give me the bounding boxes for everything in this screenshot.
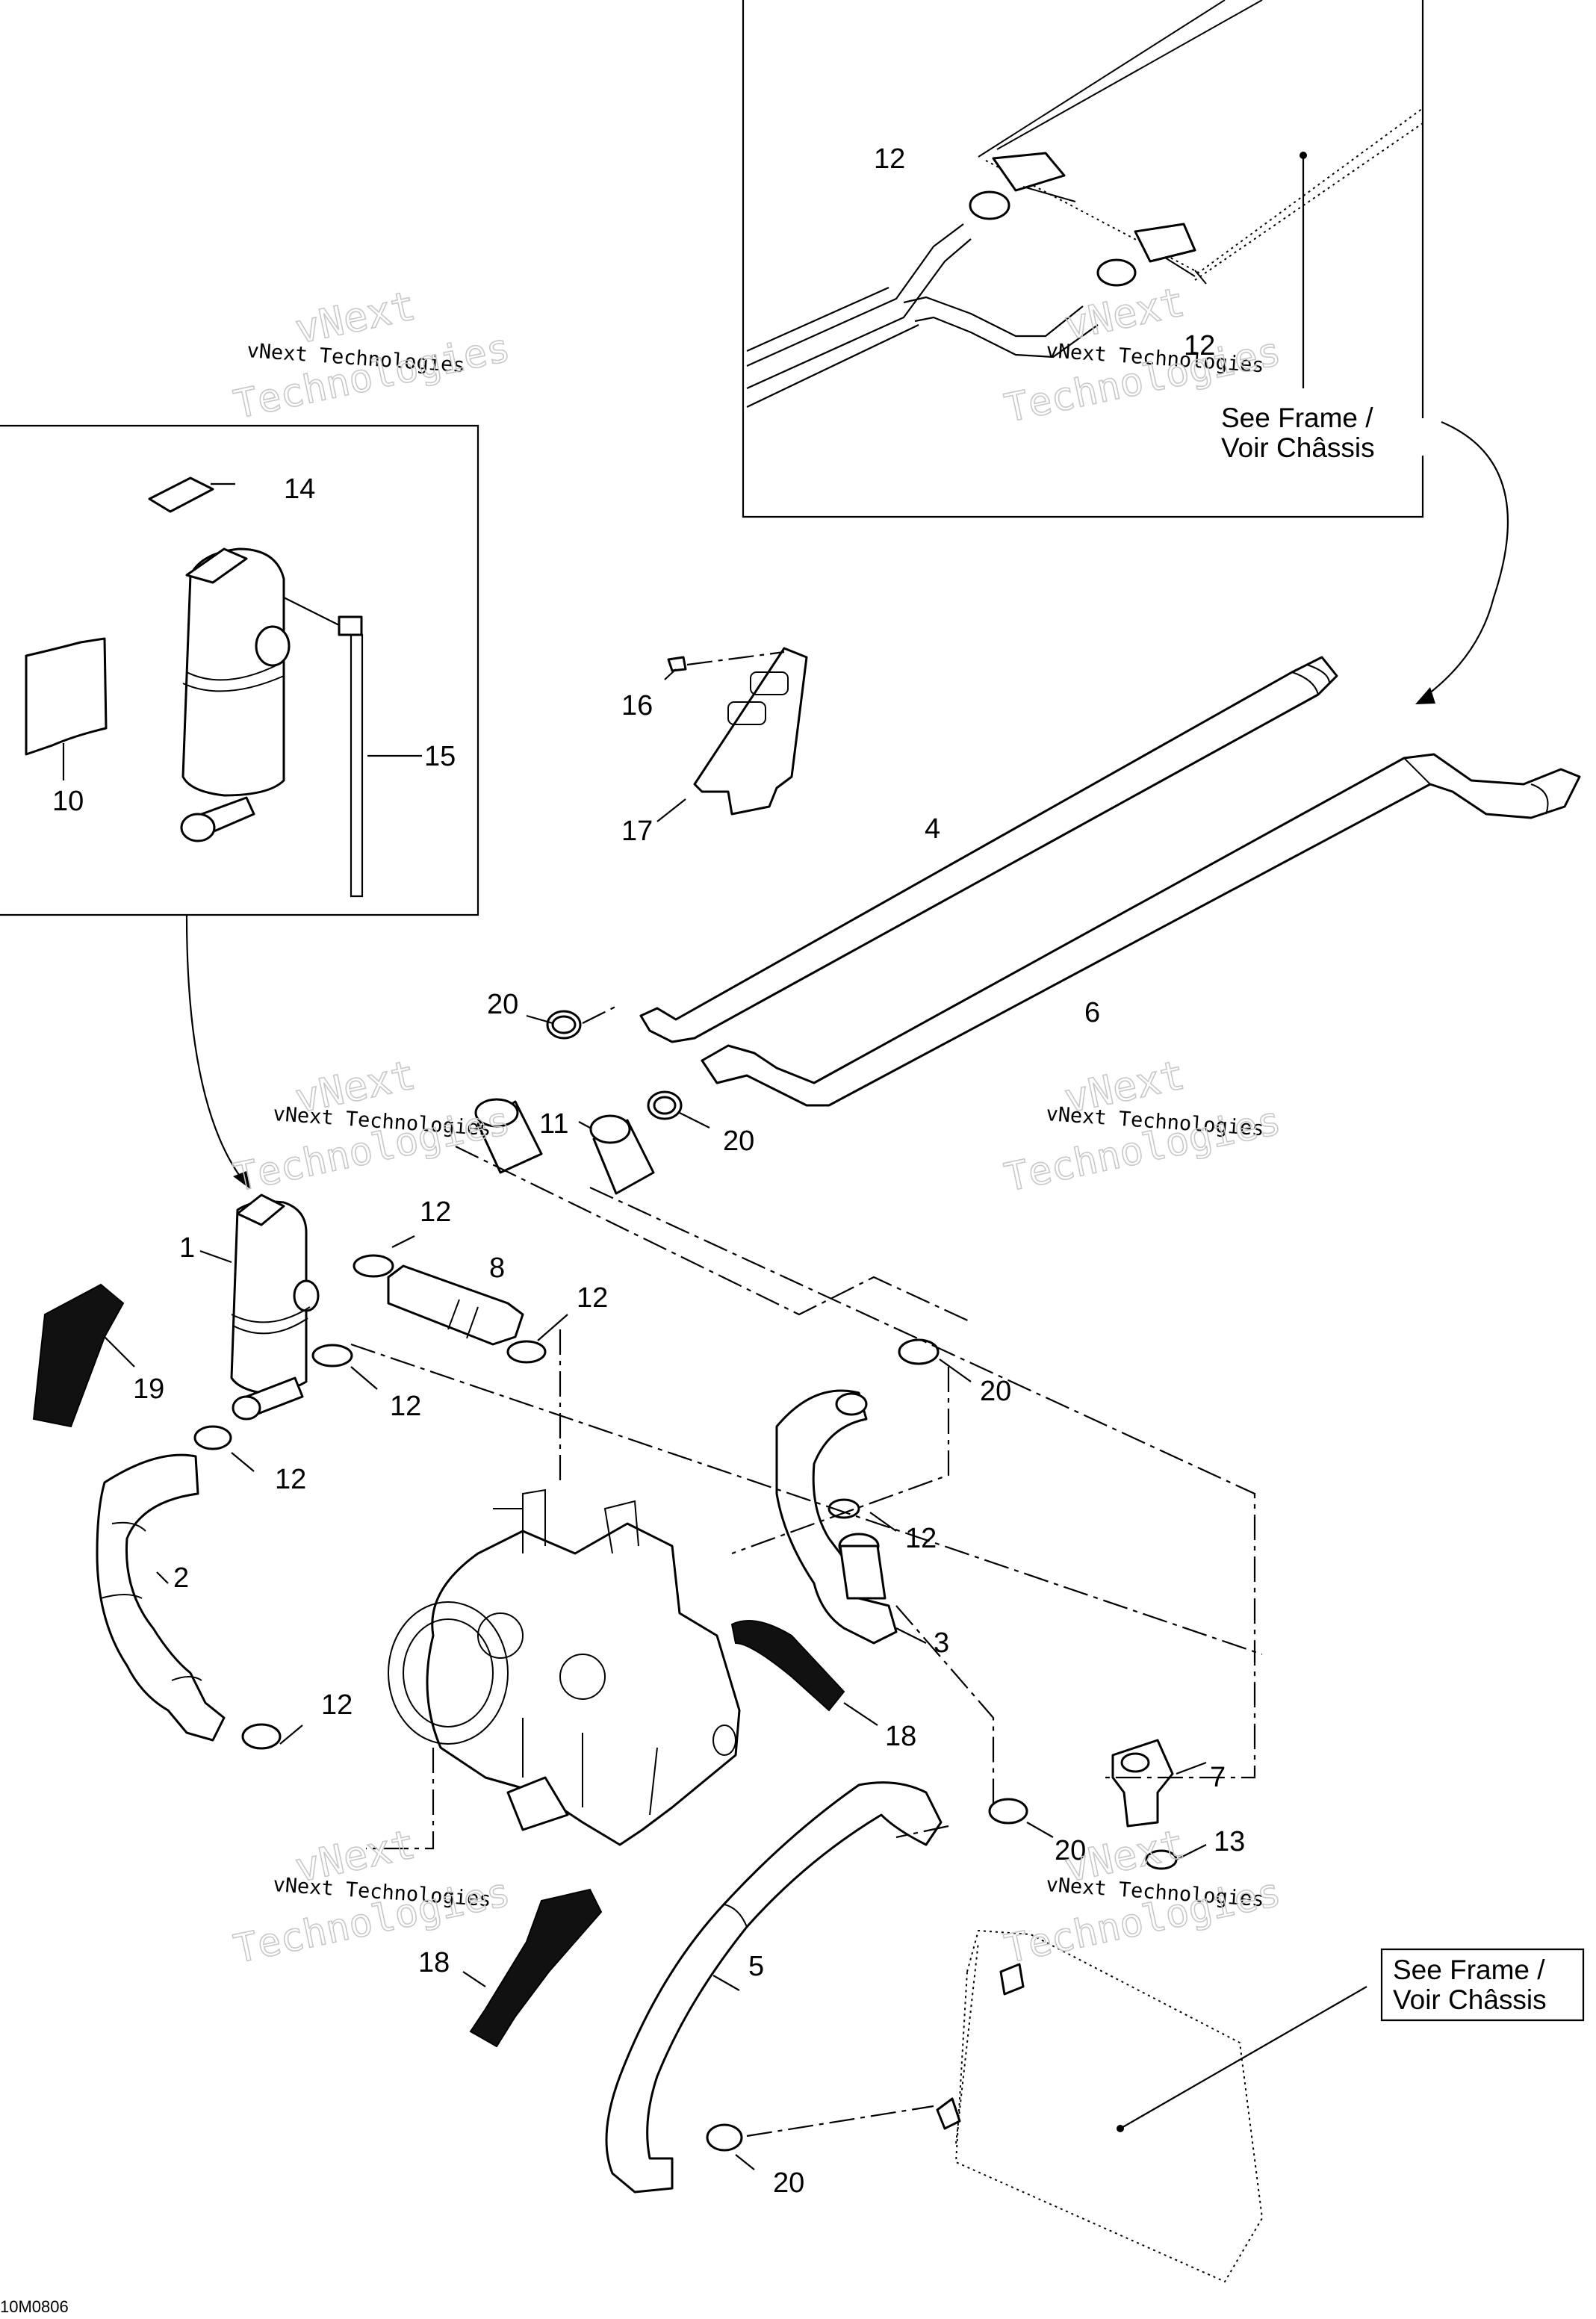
frame-bottom-right	[936, 1929, 1585, 2283]
callout-7: 7	[1210, 1762, 1226, 1793]
connection-lines	[350, 1146, 1263, 1839]
hose-part-18-lower	[469, 1888, 603, 2048]
callout-6: 6	[1084, 997, 1100, 1028]
callout-14: 14	[284, 474, 315, 505]
callout-15: 15	[424, 741, 456, 772]
callout-12c: 12	[420, 1196, 451, 1228]
callout-12h: 12	[321, 1689, 353, 1721]
watermark-5: vNext vNext Technologies Technologies	[229, 1819, 515, 1972]
callout-10: 10	[52, 786, 84, 817]
watermark-4: vNext vNext Technologies Technologies	[1000, 1050, 1285, 1201]
callout-19: 19	[133, 1373, 164, 1405]
callout-18a: 18	[885, 1721, 916, 1752]
reservoir-part-1	[199, 1193, 320, 1421]
hose-part-19	[32, 1283, 125, 1428]
callout-18b: 18	[418, 1947, 450, 1978]
fitting-part-7	[1111, 1739, 1207, 1870]
hose-part-3	[775, 1338, 972, 1645]
note-frame-bottom-line2: Voir Châssis	[1393, 1984, 1547, 2015]
callout-20a: 20	[487, 989, 518, 1020]
callout-20b: 20	[723, 1126, 754, 1157]
long-pipes	[639, 656, 1581, 1107]
callout-12e: 12	[390, 1391, 421, 1422]
callout-2: 2	[173, 1562, 189, 1594]
bracket-part-17	[656, 647, 808, 822]
callout-11: 11	[539, 1108, 568, 1140]
hose-part-5	[605, 1781, 1054, 2194]
callout-13: 13	[1214, 1826, 1245, 1857]
callout-12a: 12	[874, 143, 905, 175]
callout-12f: 12	[275, 1464, 306, 1495]
callout-20e: 20	[773, 2167, 804, 2199]
engine	[366, 1329, 741, 1850]
svg-text:vNext: vNext	[291, 282, 420, 353]
hose-part-8	[231, 1235, 568, 1745]
callout-5: 5	[748, 1951, 764, 1982]
callout-4: 4	[925, 813, 940, 845]
frame-detail-inset	[742, 0, 1424, 518]
callout-1: 1	[179, 1232, 195, 1264]
callout-16: 16	[621, 690, 653, 721]
hose-part-2	[96, 1425, 282, 1750]
callout-12d: 12	[577, 1282, 608, 1314]
hose-part-18-upper	[730, 1620, 845, 1712]
note-frame-top-line2: Voir Châssis	[1221, 432, 1375, 463]
note-frame-top-line1: See Frame /	[1221, 403, 1373, 433]
watermark-1: vNext vNext Technologies Technologies	[229, 281, 515, 428]
callout-17: 17	[621, 816, 653, 847]
callout-20d: 20	[1055, 1835, 1086, 1866]
callout-3: 3	[934, 1627, 949, 1659]
note-frame-bottom-line1: See Frame /	[1393, 1955, 1545, 1985]
reservoir-detail-inset	[0, 424, 479, 916]
connectors-11-20	[474, 1004, 710, 1195]
svg-text:vNext: vNext	[1061, 278, 1189, 349]
callout-12g: 12	[905, 1523, 937, 1554]
watermark-3: vNext vNext Technologies Technologies	[229, 1050, 515, 1201]
callout-20c: 20	[980, 1376, 1011, 1407]
callout-8: 8	[489, 1252, 505, 1284]
callout-12b: 12	[1184, 330, 1215, 361]
diagram-code: 10M0806	[0, 2297, 69, 2316]
